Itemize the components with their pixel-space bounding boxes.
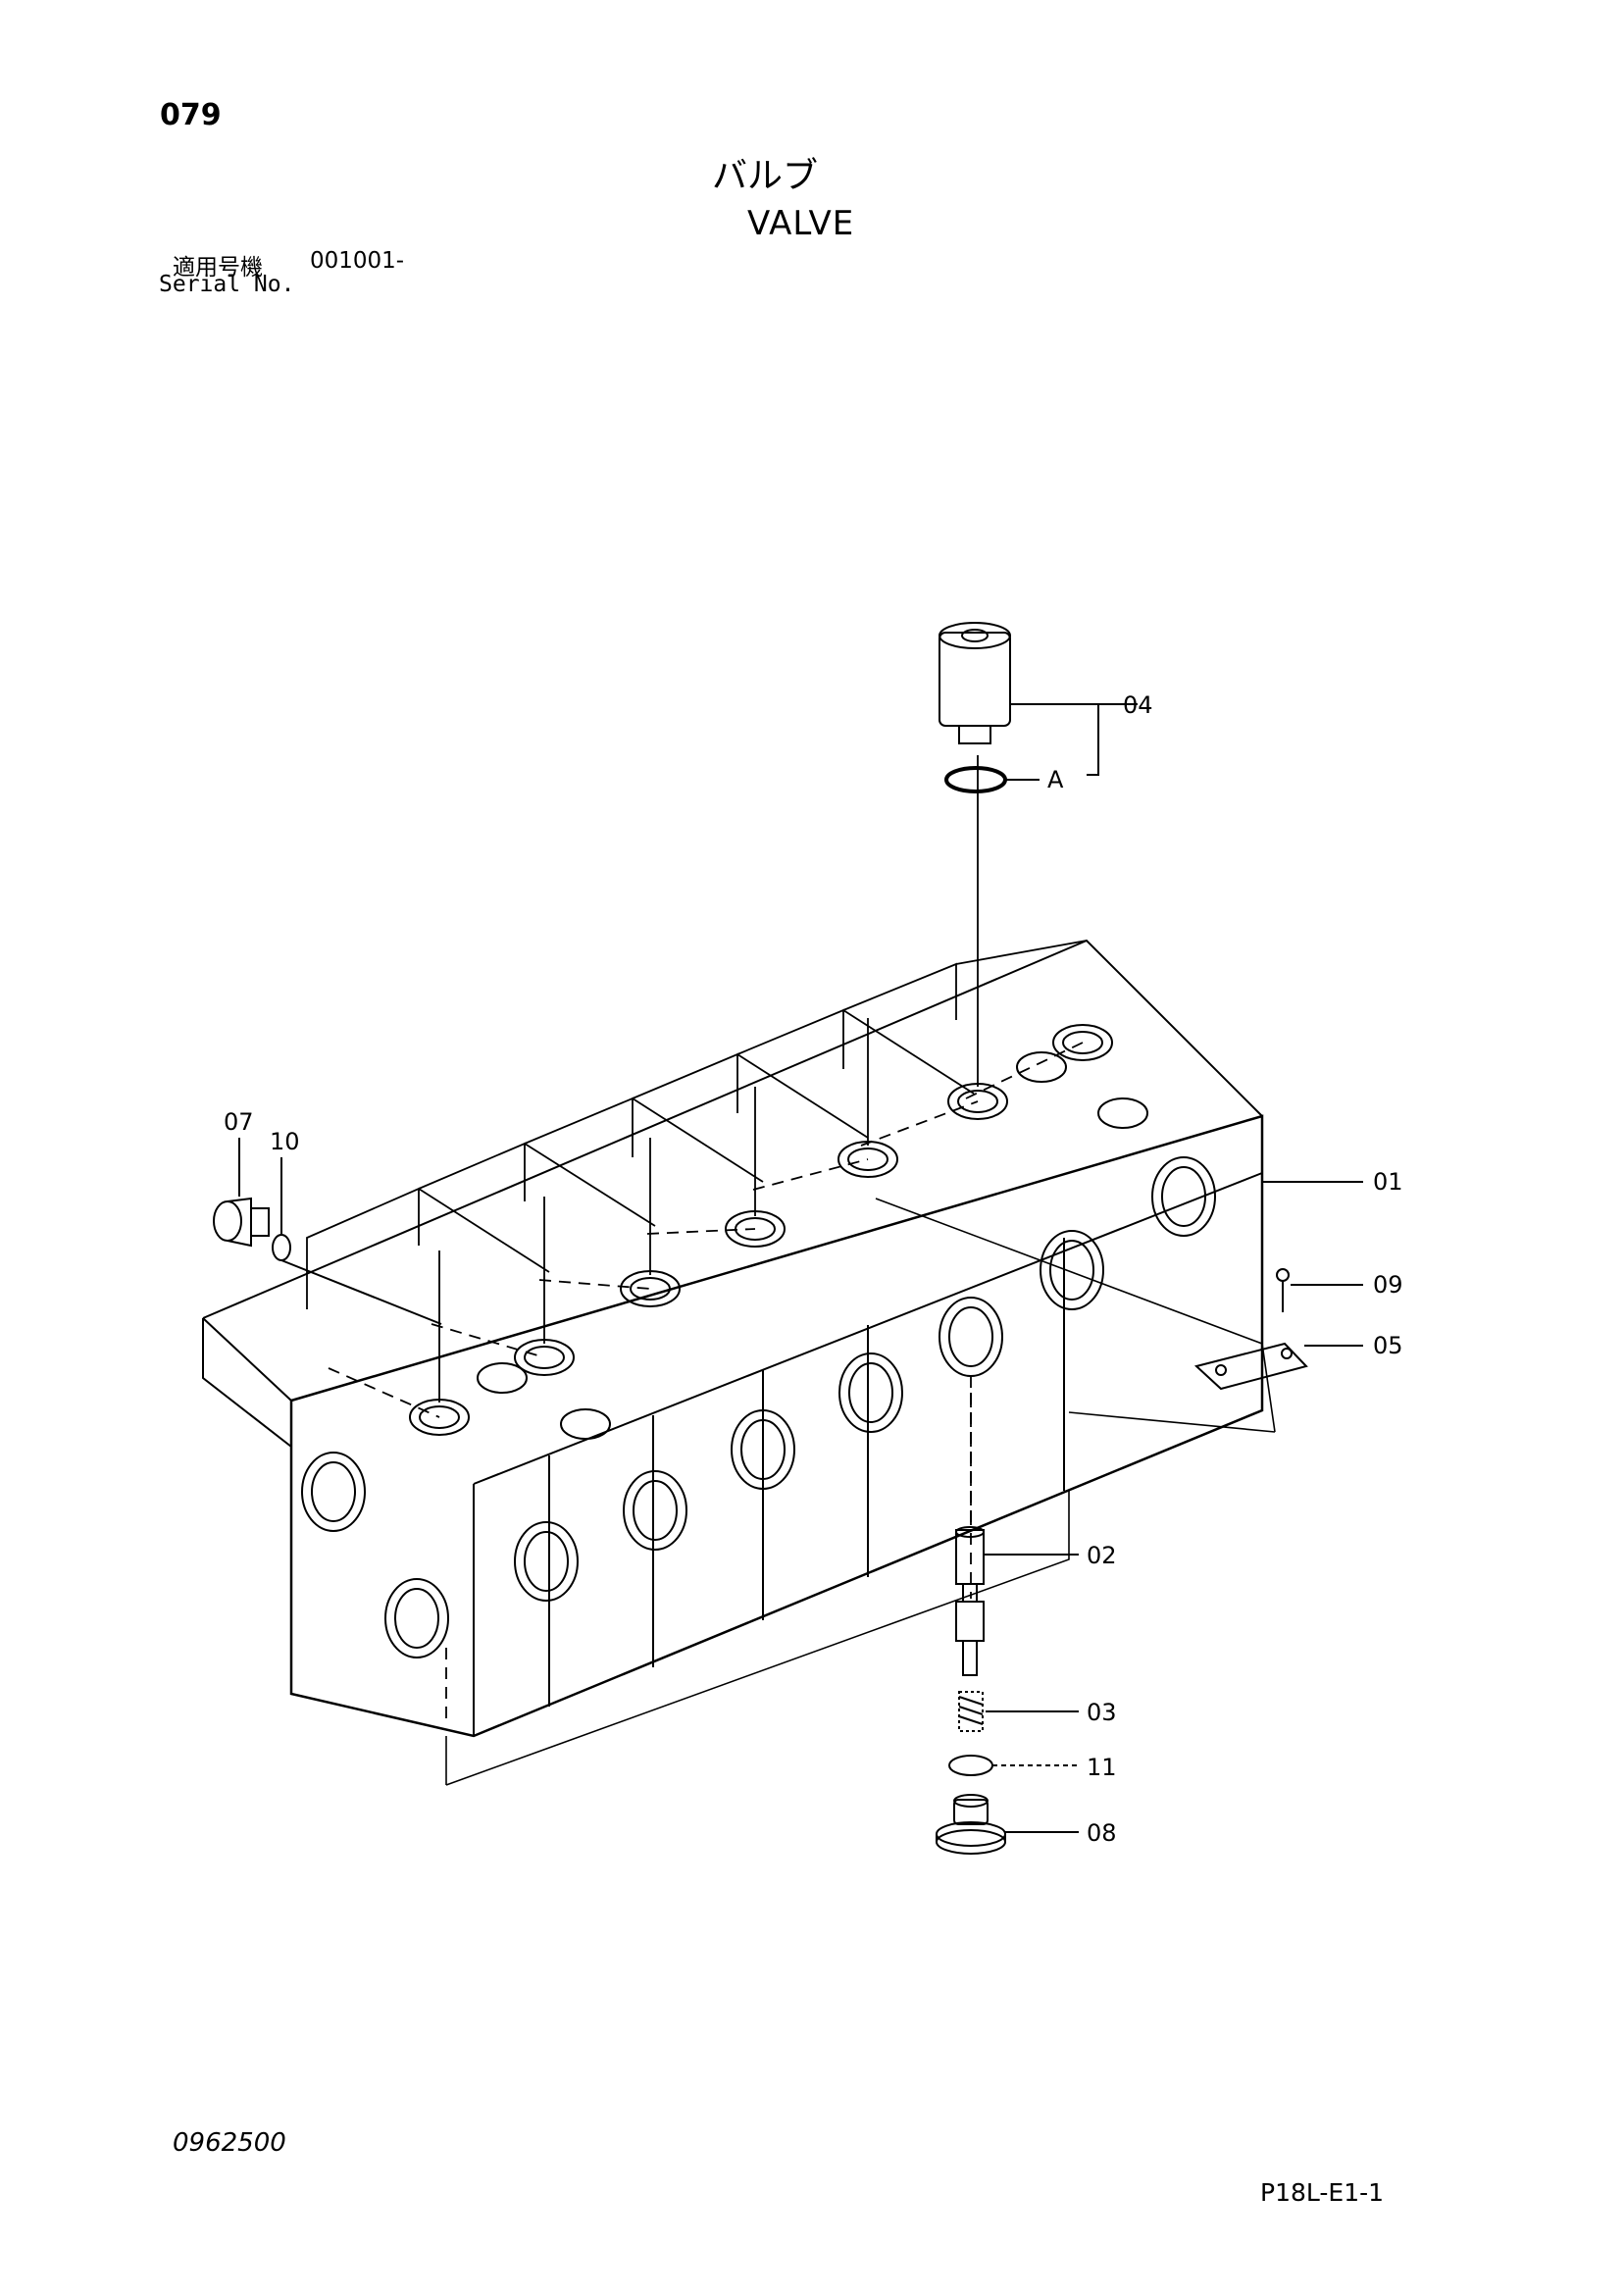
part-09-screw — [1276, 1268, 1363, 1312]
callout-09: 09 — [1373, 1271, 1403, 1299]
page-number: 079 — [160, 98, 222, 132]
callout-labels: 04 A 01 09 05 07 10 02 03 11 08 — [224, 691, 1403, 1847]
callout-03: 03 — [1087, 1699, 1117, 1726]
serial-label-japanese: 適用号機 — [173, 255, 263, 281]
part-04-cap — [939, 622, 1138, 793]
callout-05: 05 — [1373, 1332, 1403, 1359]
hidden-lines — [328, 1042, 1084, 1726]
drawing-number: 0962500 — [173, 2128, 286, 2158]
title-english: VALVE — [747, 204, 855, 243]
part-11-oring — [948, 1755, 1079, 1776]
callout-08: 08 — [1087, 1819, 1117, 1847]
front-ports — [301, 1156, 1216, 1658]
part-02-spool — [955, 1393, 1079, 1676]
valve-block — [202, 939, 1264, 1738]
callout-01: 01 — [1373, 1168, 1403, 1196]
callout-11: 11 — [1087, 1754, 1117, 1781]
part-07-plug — [213, 1138, 270, 1248]
sheet-code: P18L-E1-1 — [1260, 2178, 1385, 2207]
bottom-frame — [445, 1491, 1070, 1786]
serial-value: 001001- — [310, 248, 405, 274]
assembly-lines — [438, 755, 979, 1403]
callout-04: 04 — [1123, 691, 1153, 719]
section-plates — [306, 940, 1088, 1309]
part-05-plate — [1193, 1342, 1363, 1391]
top-ports — [409, 1024, 1148, 1440]
part-10-oring — [272, 1157, 442, 1325]
reference-plane — [875, 1198, 1276, 1433]
callout-10: 10 — [270, 1128, 300, 1155]
title-japanese: バルブ — [712, 156, 819, 196]
serial-label-english: Serial No. — [159, 272, 295, 297]
part-08-plug — [936, 1794, 1079, 1855]
part-03-spring — [958, 1691, 1079, 1732]
callout-a: A — [1047, 766, 1064, 793]
callout-07: 07 — [224, 1108, 254, 1136]
callout-02: 02 — [1087, 1542, 1117, 1569]
